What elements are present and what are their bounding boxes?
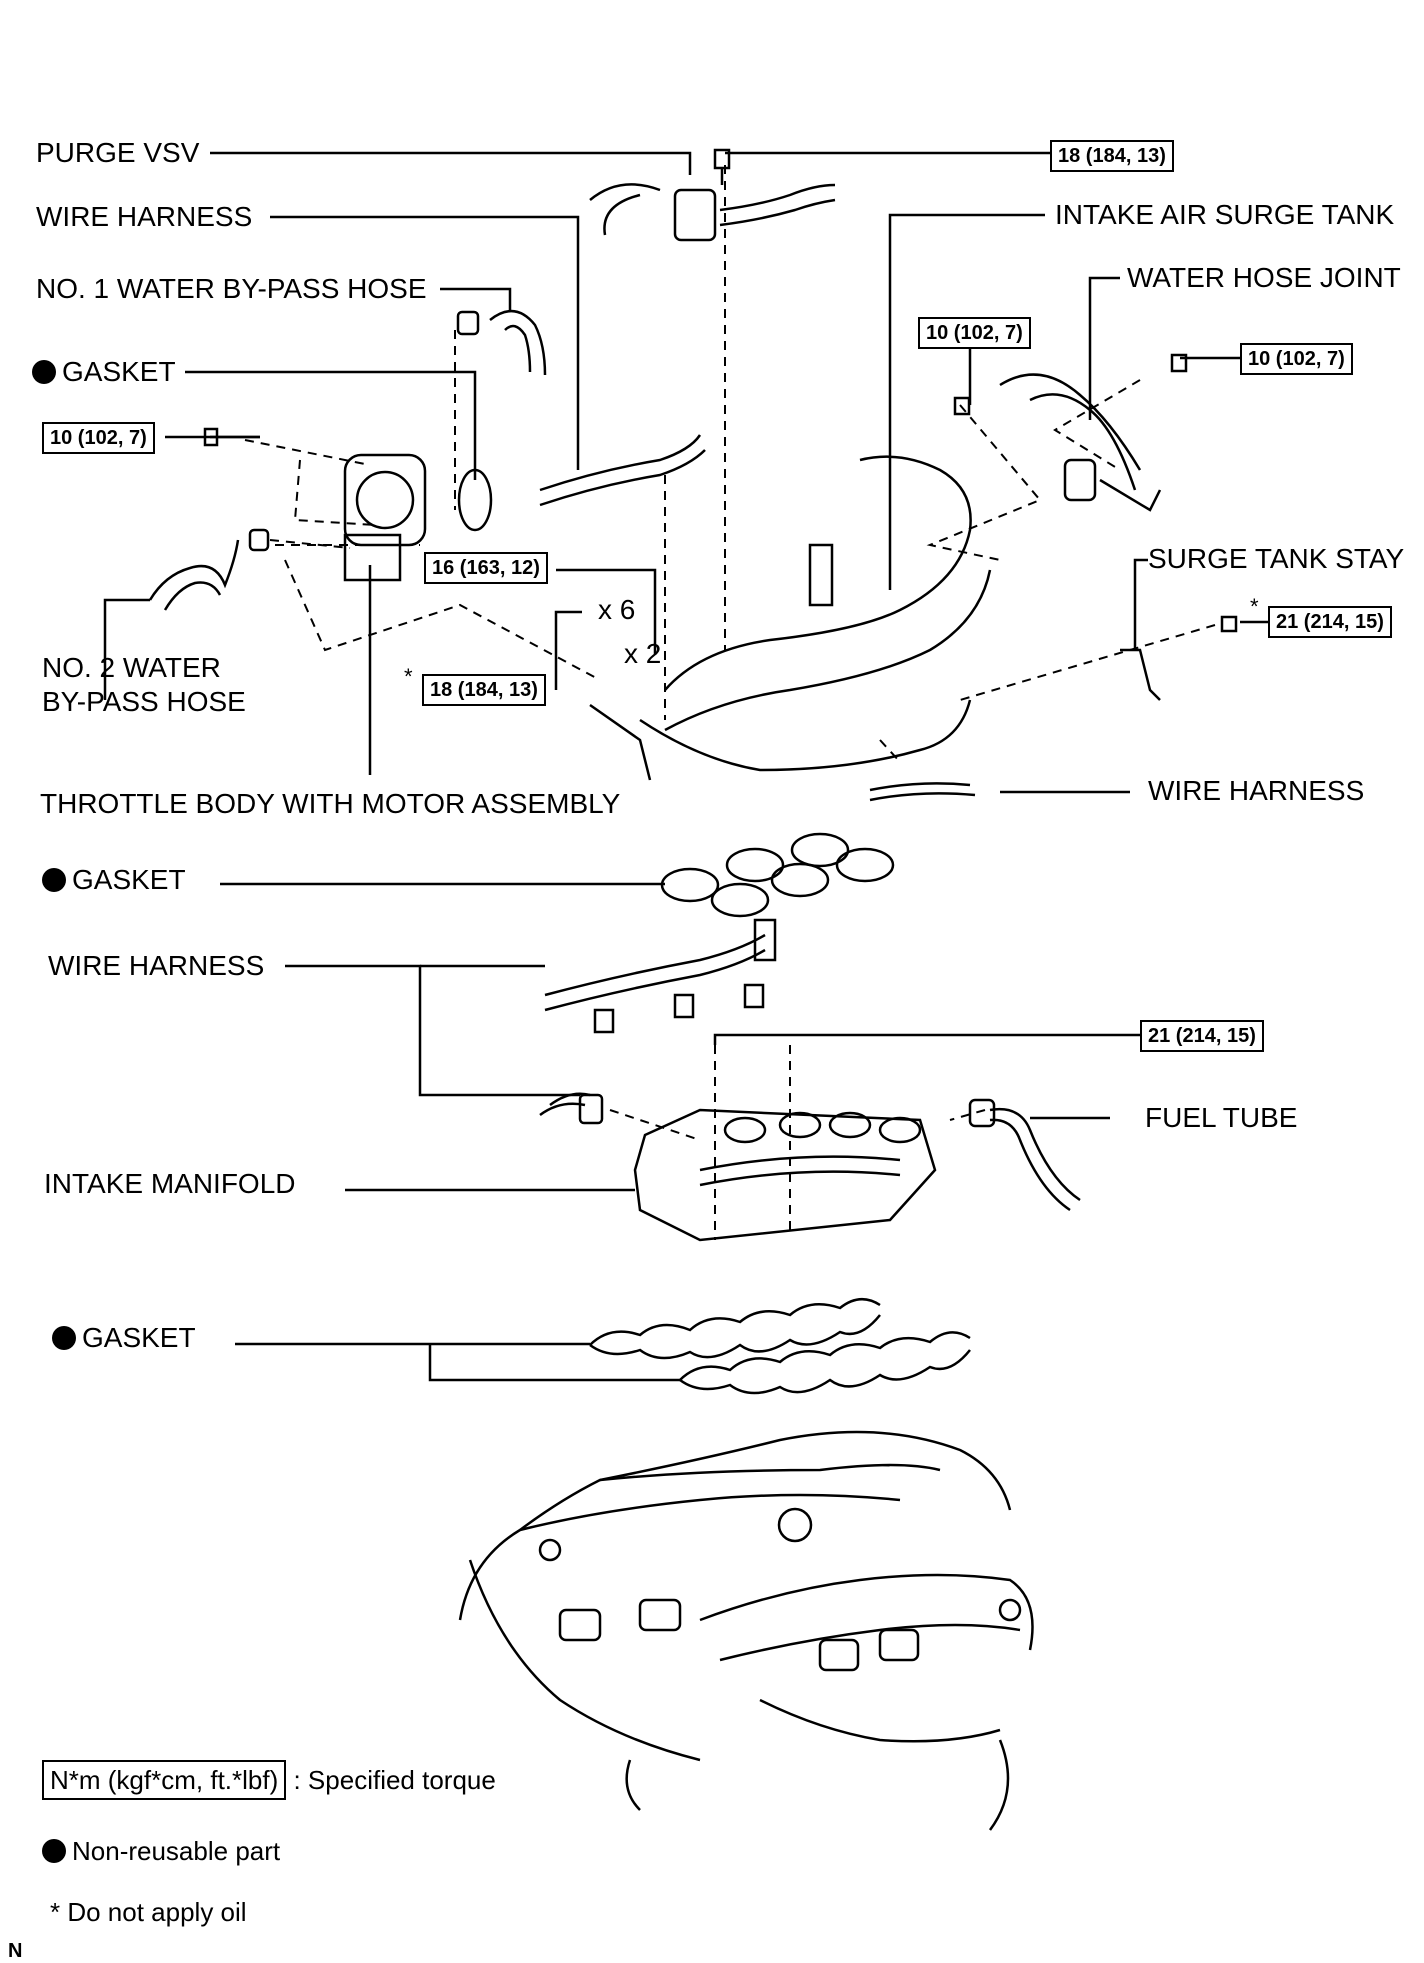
torque-joint-bolt-left: 10 (102, 7) bbox=[918, 317, 1031, 349]
non-reusable-dot-icon bbox=[32, 360, 56, 384]
label-fuel-tube: FUEL TUBE bbox=[1145, 1102, 1298, 1133]
leader-water-hose-1 bbox=[440, 287, 512, 310]
legend-torque-box: N*m (kgf*cm, ft.*lbf) bbox=[42, 1760, 287, 1800]
label-purge-vsv: PURGE VSV bbox=[36, 137, 200, 168]
non-reusable-dot-icon bbox=[42, 1839, 66, 1863]
non-reusable-dot-icon bbox=[52, 1326, 76, 1350]
label-gasket-throttle: GASKET bbox=[32, 356, 176, 388]
legend-no-oil: * Do not apply oil bbox=[50, 1897, 247, 1927]
nut-quantity: x 2 bbox=[624, 638, 662, 669]
label-water-bypass-hose-2-line1: NO. 2 WATER bbox=[42, 652, 221, 683]
leader-torque-surge-bolt bbox=[556, 568, 657, 655]
legend-torque: N*m (kgf*cm, ft.*lbf) : Specified torque bbox=[42, 1760, 496, 1800]
leader-purge-vsv bbox=[210, 151, 692, 175]
leader-gasket-throttle bbox=[185, 370, 477, 480]
torque-surge-tank-bolt: 16 (163, 12) bbox=[424, 552, 548, 584]
torque-surge-tank-stud: 18 (184, 13) bbox=[422, 674, 546, 706]
leader-torque-manifold bbox=[713, 1033, 1140, 1045]
label-water-hose-joint: WATER HOSE JOINT bbox=[1127, 262, 1401, 293]
no-oil-marker-stay: * bbox=[1250, 594, 1259, 619]
label-wire-harness-3: WIRE HARNESS bbox=[48, 950, 265, 981]
label-wire-harness-1: WIRE HARNESS bbox=[36, 201, 253, 232]
label-intake-air-surge-tank: INTAKE AIR SURGE TANK bbox=[1055, 199, 1395, 230]
figure-code: N bbox=[8, 1940, 23, 1962]
label-gasket-surge: GASKET bbox=[42, 864, 186, 896]
torque-purge-vsv-bolt: 18 (184, 13) bbox=[1050, 140, 1174, 172]
label-gasket-manifold: GASKET bbox=[52, 1322, 196, 1354]
non-reusable-dot-icon bbox=[42, 868, 66, 892]
leader-surge-tank bbox=[888, 213, 1045, 590]
leader-gasket-manifold-b bbox=[428, 1344, 680, 1382]
label-wire-harness-2: WIRE HARNESS bbox=[1148, 775, 1365, 806]
leader-wire-harness-1 bbox=[270, 215, 580, 470]
bolt-quantity: x 6 bbox=[598, 594, 636, 625]
leader-hose-2 bbox=[103, 598, 150, 700]
label-intake-manifold: INTAKE MANIFOLD bbox=[44, 1168, 296, 1199]
legend-torque-desc: : Specified torque bbox=[293, 1765, 496, 1795]
legend-non-reusable-text: Non-reusable part bbox=[72, 1836, 281, 1866]
label-throttle-body: THROTTLE BODY WITH MOTOR ASSEMBLY bbox=[40, 788, 621, 819]
label-gasket-manifold-text: GASKET bbox=[82, 1322, 196, 1353]
torque-joint-bolt-right: 10 (102, 7) bbox=[1240, 343, 1353, 375]
leader-torque-stud bbox=[554, 610, 582, 690]
leader-wire-harness-3 bbox=[285, 964, 580, 1097]
leader-water-joint bbox=[1088, 276, 1120, 420]
label-water-bypass-hose-1: NO. 1 WATER BY-PASS HOSE bbox=[36, 273, 427, 304]
torque-stay-bolt: 21 (214, 15) bbox=[1268, 606, 1392, 638]
leader-stay bbox=[1133, 558, 1148, 650]
label-gasket-throttle-text: GASKET bbox=[62, 356, 176, 387]
label-surge-tank-stay: SURGE TANK STAY bbox=[1148, 543, 1405, 574]
torque-throttle-bolt: 10 (102, 7) bbox=[42, 422, 155, 454]
label-gasket-surge-text: GASKET bbox=[72, 864, 186, 895]
leader-torque-joint-left bbox=[968, 343, 1003, 405]
torque-manifold-bolt: 21 (214, 15) bbox=[1140, 1020, 1264, 1052]
label-water-bypass-hose-2-line2: BY-PASS HOSE bbox=[42, 686, 246, 717]
legend-non-reusable: Non-reusable part bbox=[42, 1835, 280, 1867]
no-oil-marker-stud: * bbox=[404, 664, 413, 689]
